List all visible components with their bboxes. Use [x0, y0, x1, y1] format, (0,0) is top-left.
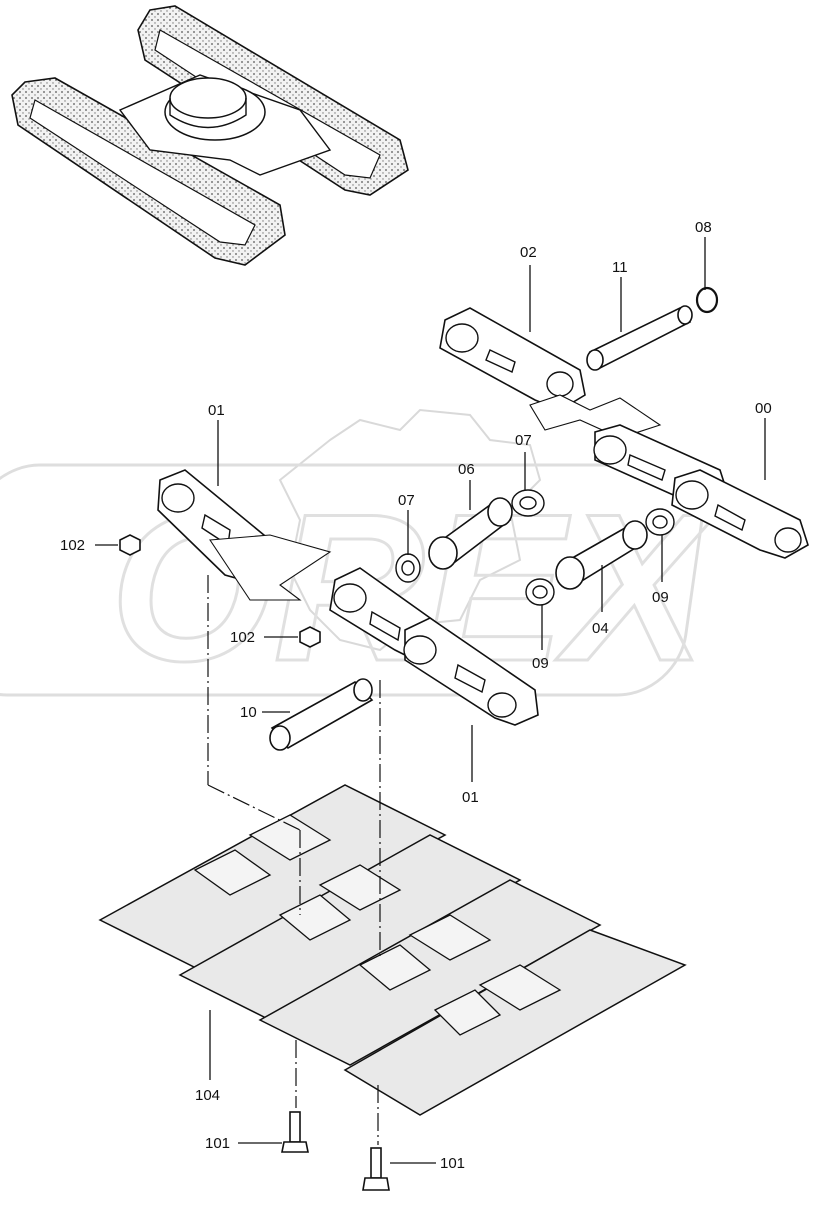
callout-09-right: 09: [652, 589, 669, 606]
bushing-06: [428, 497, 513, 570]
leader-lines: [95, 237, 766, 1164]
callout-10: 10: [240, 704, 257, 721]
callout-11: 11: [612, 259, 628, 276]
callout-101-right: 101: [440, 1155, 465, 1172]
link-00: [593, 424, 809, 559]
callout-00: 00: [755, 400, 772, 417]
link-02: [439, 307, 586, 411]
callout-01-bottom: 01: [462, 789, 479, 806]
bushing-04: [555, 520, 648, 590]
callout-06: 06: [458, 461, 475, 478]
callout-04: 04: [592, 620, 609, 637]
shoe-plates-104: [98, 784, 687, 1116]
snap-ring-08: [695, 286, 719, 314]
link-01-center: [329, 567, 539, 726]
callout-09-left: 09: [532, 655, 549, 672]
callout-labels: 02 11 08 00 01 07 06 07 04 09 09 102 102…: [60, 219, 772, 1172]
nut-102-lower: [299, 626, 321, 648]
callout-104: 104: [195, 1087, 220, 1104]
undercarriage-assembly: [11, 5, 409, 266]
callout-101-left: 101: [205, 1135, 230, 1152]
pin-10: [269, 678, 374, 751]
pin-11: [586, 305, 693, 371]
callout-102-top: 102: [60, 537, 85, 554]
bolt-101-right: [362, 1147, 390, 1191]
callout-01-top: 01: [208, 402, 225, 419]
nut-102-upper: [119, 534, 141, 556]
callout-102-bottom: 102: [230, 629, 255, 646]
callout-08: 08: [695, 219, 712, 236]
alignment-lines: [207, 575, 381, 1145]
bolt-101-left: [281, 1111, 309, 1153]
callout-02: 02: [520, 244, 537, 261]
callout-07-top: 07: [515, 432, 532, 449]
callout-07-bottom: 07: [398, 492, 415, 509]
